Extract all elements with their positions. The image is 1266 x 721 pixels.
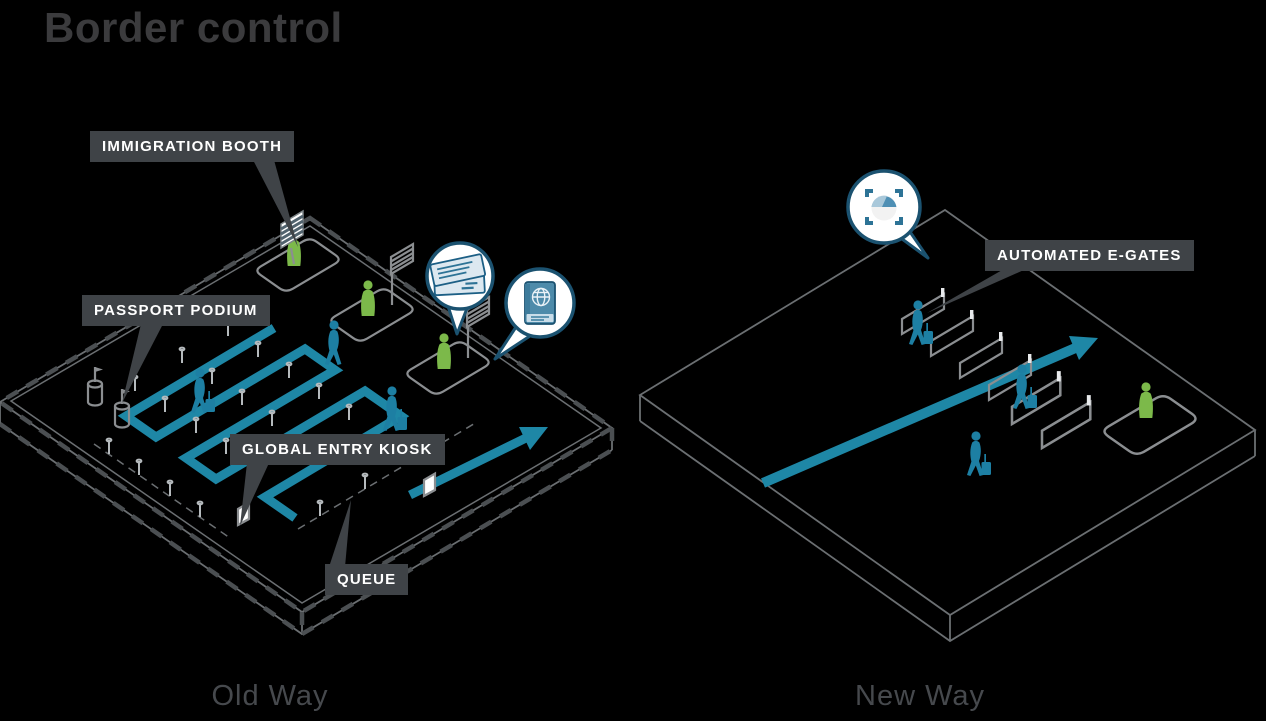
traveler-figure (909, 300, 933, 345)
old-way-platform (0, 215, 617, 637)
old-way-caption: Old Way (211, 680, 329, 712)
e-gate (929, 308, 975, 358)
new-way-caption: New Way (855, 680, 985, 712)
e-gate (900, 286, 946, 336)
passport-icon (524, 281, 556, 325)
label-passport-podium: PASSPORT PODIUM (82, 295, 270, 326)
label-pointer (253, 160, 298, 247)
label-pointer (329, 500, 351, 567)
label-queue: QUEUE (325, 564, 409, 595)
queue-tapes (93, 421, 478, 539)
label-pointer (122, 324, 163, 403)
speech-bubble-documents (425, 241, 495, 336)
label-global-entry-kiosk: GLOBAL ENTRY KIOSK (230, 434, 445, 465)
officer-booth (1103, 382, 1197, 455)
global-entry-kiosk (422, 472, 437, 498)
customs-forms-icon (429, 253, 486, 297)
speech-bubble-passport (493, 267, 576, 361)
old-way-travelers (191, 320, 407, 431)
label-automated-egates: AUTOMATED E-GATES (985, 240, 1194, 271)
immigration-booth (330, 242, 415, 342)
new-way-platform (638, 208, 1257, 643)
traveler-figure (967, 431, 991, 476)
label-immigration-booth: IMMIGRATION BOOTH (90, 131, 295, 162)
walkthrough-arrow (761, 336, 1098, 488)
queue-path (117, 324, 410, 522)
speech-bubble-face (846, 169, 930, 260)
old-way-illustration (0, 160, 617, 637)
label-pointer (927, 269, 1026, 313)
traveler-figure (383, 386, 407, 431)
facial-recognition-icon (865, 189, 903, 225)
e-gates (900, 286, 1093, 450)
new-way-illustration (638, 169, 1257, 643)
label-pointer (240, 463, 269, 526)
officer-figure (361, 280, 375, 316)
e-gate (958, 330, 1004, 380)
page-title: Border control (44, 4, 343, 51)
officer-figure (1139, 382, 1153, 418)
officer-figure (437, 333, 451, 369)
